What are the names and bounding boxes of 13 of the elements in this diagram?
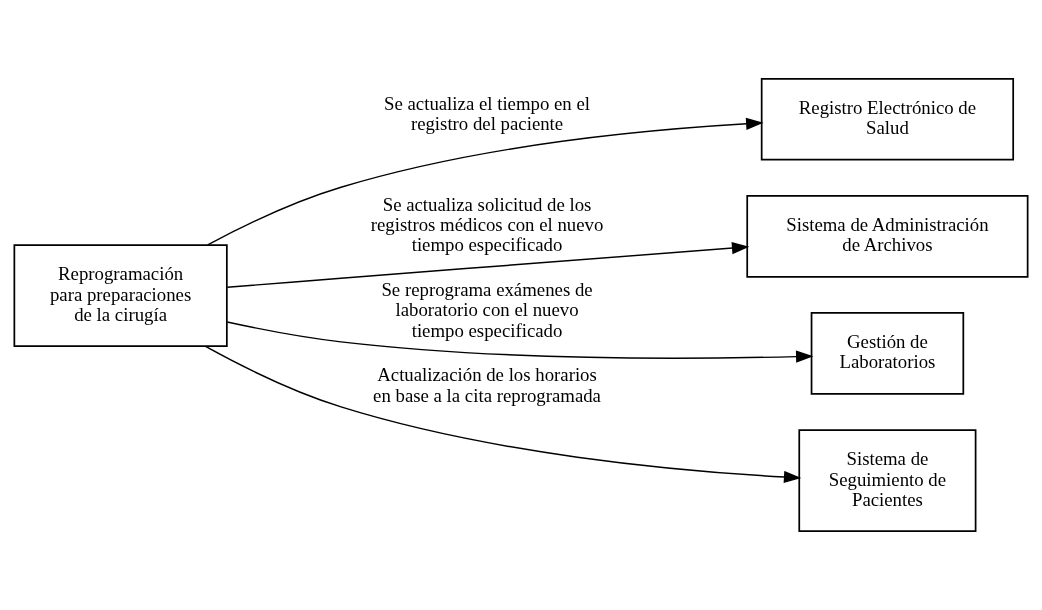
node-box: Sistema de Administración de Archivos [746, 195, 1029, 278]
arrow [226, 321, 814, 363]
node-box: Sistema de Seguimiento de Pacientes [798, 429, 977, 533]
node-box: Reprogramación para preparaciones de la cirugía [13, 244, 228, 348]
arrow [207, 117, 764, 246]
arrow [226, 242, 750, 288]
edge-label: Se actualiza el tiempo en el registro del paciente [384, 92, 591, 134]
node-box: Registro Electrónico de Salud [760, 77, 1015, 161]
edge-label: Se actualiza solicitud de los registros médicos con el nuevo tiempo especificado [370, 193, 604, 256]
edge-label: Se reprograma exámenes de laboratorio con el nuevo tiempo especificado [381, 279, 593, 341]
edge-label: Actualización de los horarios en base a la cita reprogramada [373, 364, 601, 406]
node-box: Gestión de Laboratorios [810, 312, 965, 395]
arrow [204, 345, 802, 484]
